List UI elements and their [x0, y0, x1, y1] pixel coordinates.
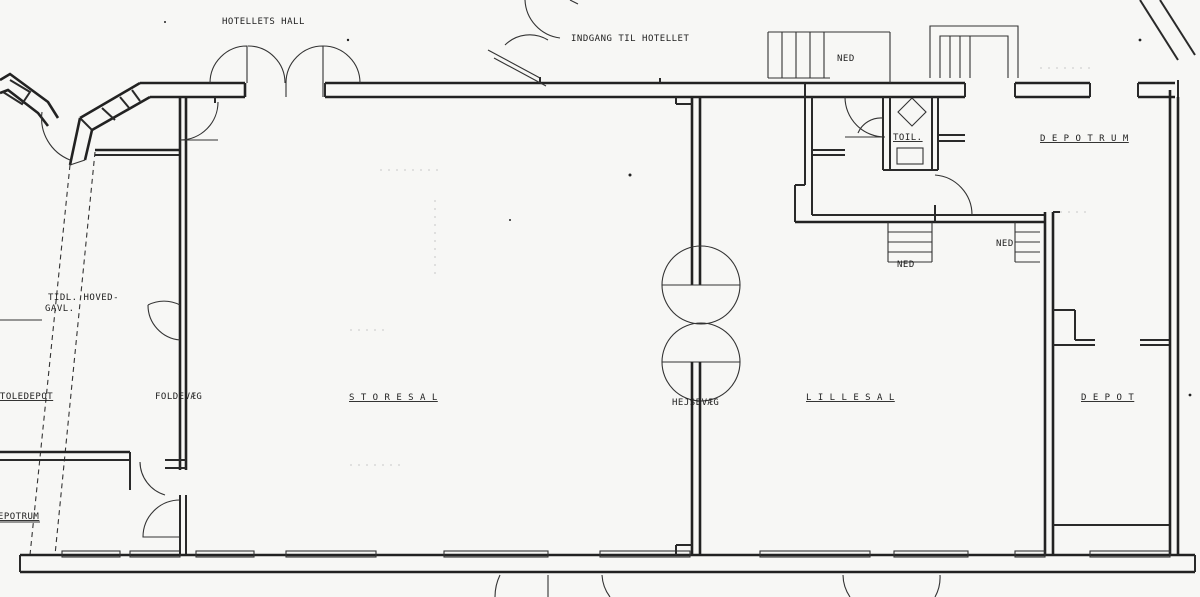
- label-toilet: TOIL.: [893, 133, 923, 143]
- label-depotrum-right: D E P O T R U M: [1040, 134, 1129, 144]
- hall-double-doors: [209, 45, 361, 97]
- bottom-exterior-wall: [19, 544, 1196, 597]
- right-depot-walls: [1043, 80, 1180, 555]
- left-angled-wing: [0, 72, 151, 556]
- label-lille-sal: L I L L E S A L: [806, 393, 895, 403]
- label-stoledepot: STOLEDEPOT: [0, 392, 53, 402]
- label-ned-mid: NED: [897, 260, 915, 270]
- label-depot: D E P O T: [1081, 393, 1134, 403]
- ink-specks: [164, 21, 1192, 397]
- label-hotel-hall: HOTELLETS HALL: [222, 17, 305, 27]
- label-tidl-hovedgavl-2: GAVL.: [45, 304, 75, 314]
- service-block: [767, 0, 1196, 263]
- construction-marks: [350, 67, 1090, 466]
- label-ned-right: NED: [996, 239, 1014, 249]
- label-hejsevaeg: HEJSEVÆG: [672, 398, 719, 408]
- label-foldevaeg: FOLDEVÆG: [155, 392, 202, 402]
- label-entrance: INDGANG TIL HOTELLET: [571, 34, 689, 44]
- entrance-door: [487, 0, 579, 87]
- fold-wall: [0, 97, 219, 555]
- label-store-sal: S T O R E S A L: [349, 393, 438, 403]
- top-exterior-wall: [140, 77, 806, 103]
- room-labels: HOTELLETS HALL INDGANG TIL HOTELLET NED …: [0, 17, 1134, 522]
- lift-wall: [661, 97, 741, 555]
- label-ned-top: NED: [837, 54, 855, 64]
- label-tidl-hovedgavl-1: TIDL. HOVED-: [48, 293, 119, 303]
